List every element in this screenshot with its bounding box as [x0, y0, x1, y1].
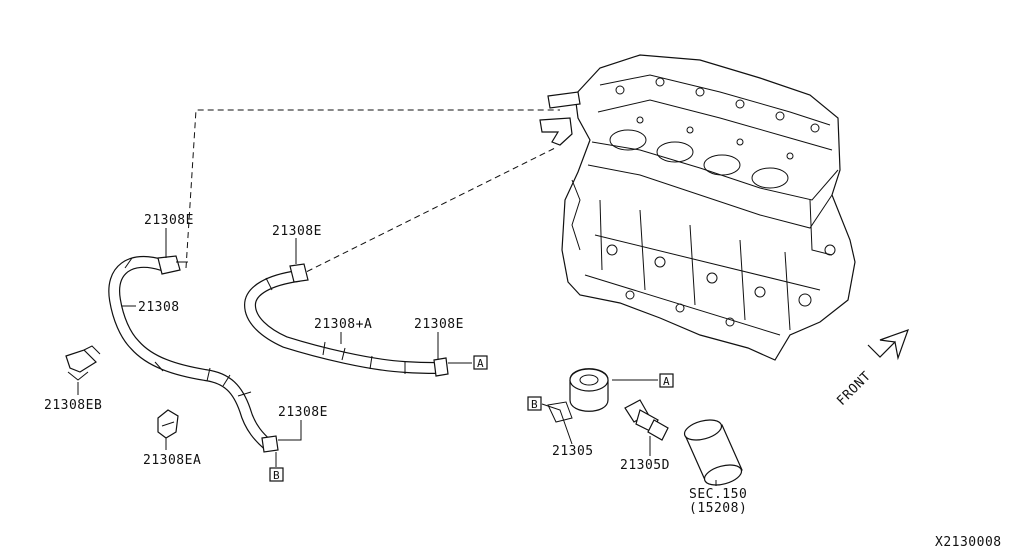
callout-label: 21308E — [272, 224, 322, 239]
svg-text:B: B — [531, 398, 538, 411]
clamp-21308e-center — [289, 263, 309, 283]
callout-label: 21308EB — [44, 398, 102, 413]
callout-label: 21305 — [552, 444, 594, 459]
leader-lines — [77, 228, 717, 486]
callout-label: 21308E — [278, 405, 328, 420]
callout-label: 21308 — [138, 300, 180, 315]
ref-box-b-cooler: B — [527, 396, 542, 411]
callout-label: SEC.150 — [689, 487, 747, 502]
oil-cooler-21305 — [547, 368, 609, 423]
oil-filter — [683, 419, 743, 486]
ref-box-b-hose: B — [269, 467, 284, 482]
hose-21308-a — [244, 270, 443, 374]
callout-label: 21305D — [620, 458, 670, 473]
callout-label: (15208) — [689, 501, 747, 516]
callout-label: 21308+A — [314, 317, 372, 332]
clip-21308eb — [65, 345, 101, 381]
clamp-21308e-right — [433, 357, 449, 377]
callout-label: 21308E — [144, 213, 194, 228]
svg-text:A: A — [663, 375, 670, 388]
dashed-leader-lines — [185, 109, 560, 277]
engine-block — [539, 54, 856, 361]
front-arrow: FRONT — [834, 329, 909, 409]
clamp-21308e-top — [157, 255, 188, 275]
clip-21308ea — [157, 409, 179, 439]
callout-labels: 21308E 21308 21308EB 21308EA 21308E 2130… — [44, 213, 747, 516]
ref-box-a-right: A — [659, 373, 674, 388]
diagram-id: X2130008 — [935, 535, 1002, 550]
svg-text:B: B — [273, 469, 280, 482]
front-label: FRONT — [834, 369, 874, 409]
callout-label: 21308EA — [143, 453, 201, 468]
clamp-21308e-bottom — [261, 435, 279, 453]
connector-21305d — [624, 399, 669, 441]
hose-21308 — [108, 255, 274, 451]
callout-label: 21308E — [414, 317, 464, 332]
ref-box-a-center: A — [473, 355, 488, 370]
svg-text:A: A — [477, 357, 484, 370]
